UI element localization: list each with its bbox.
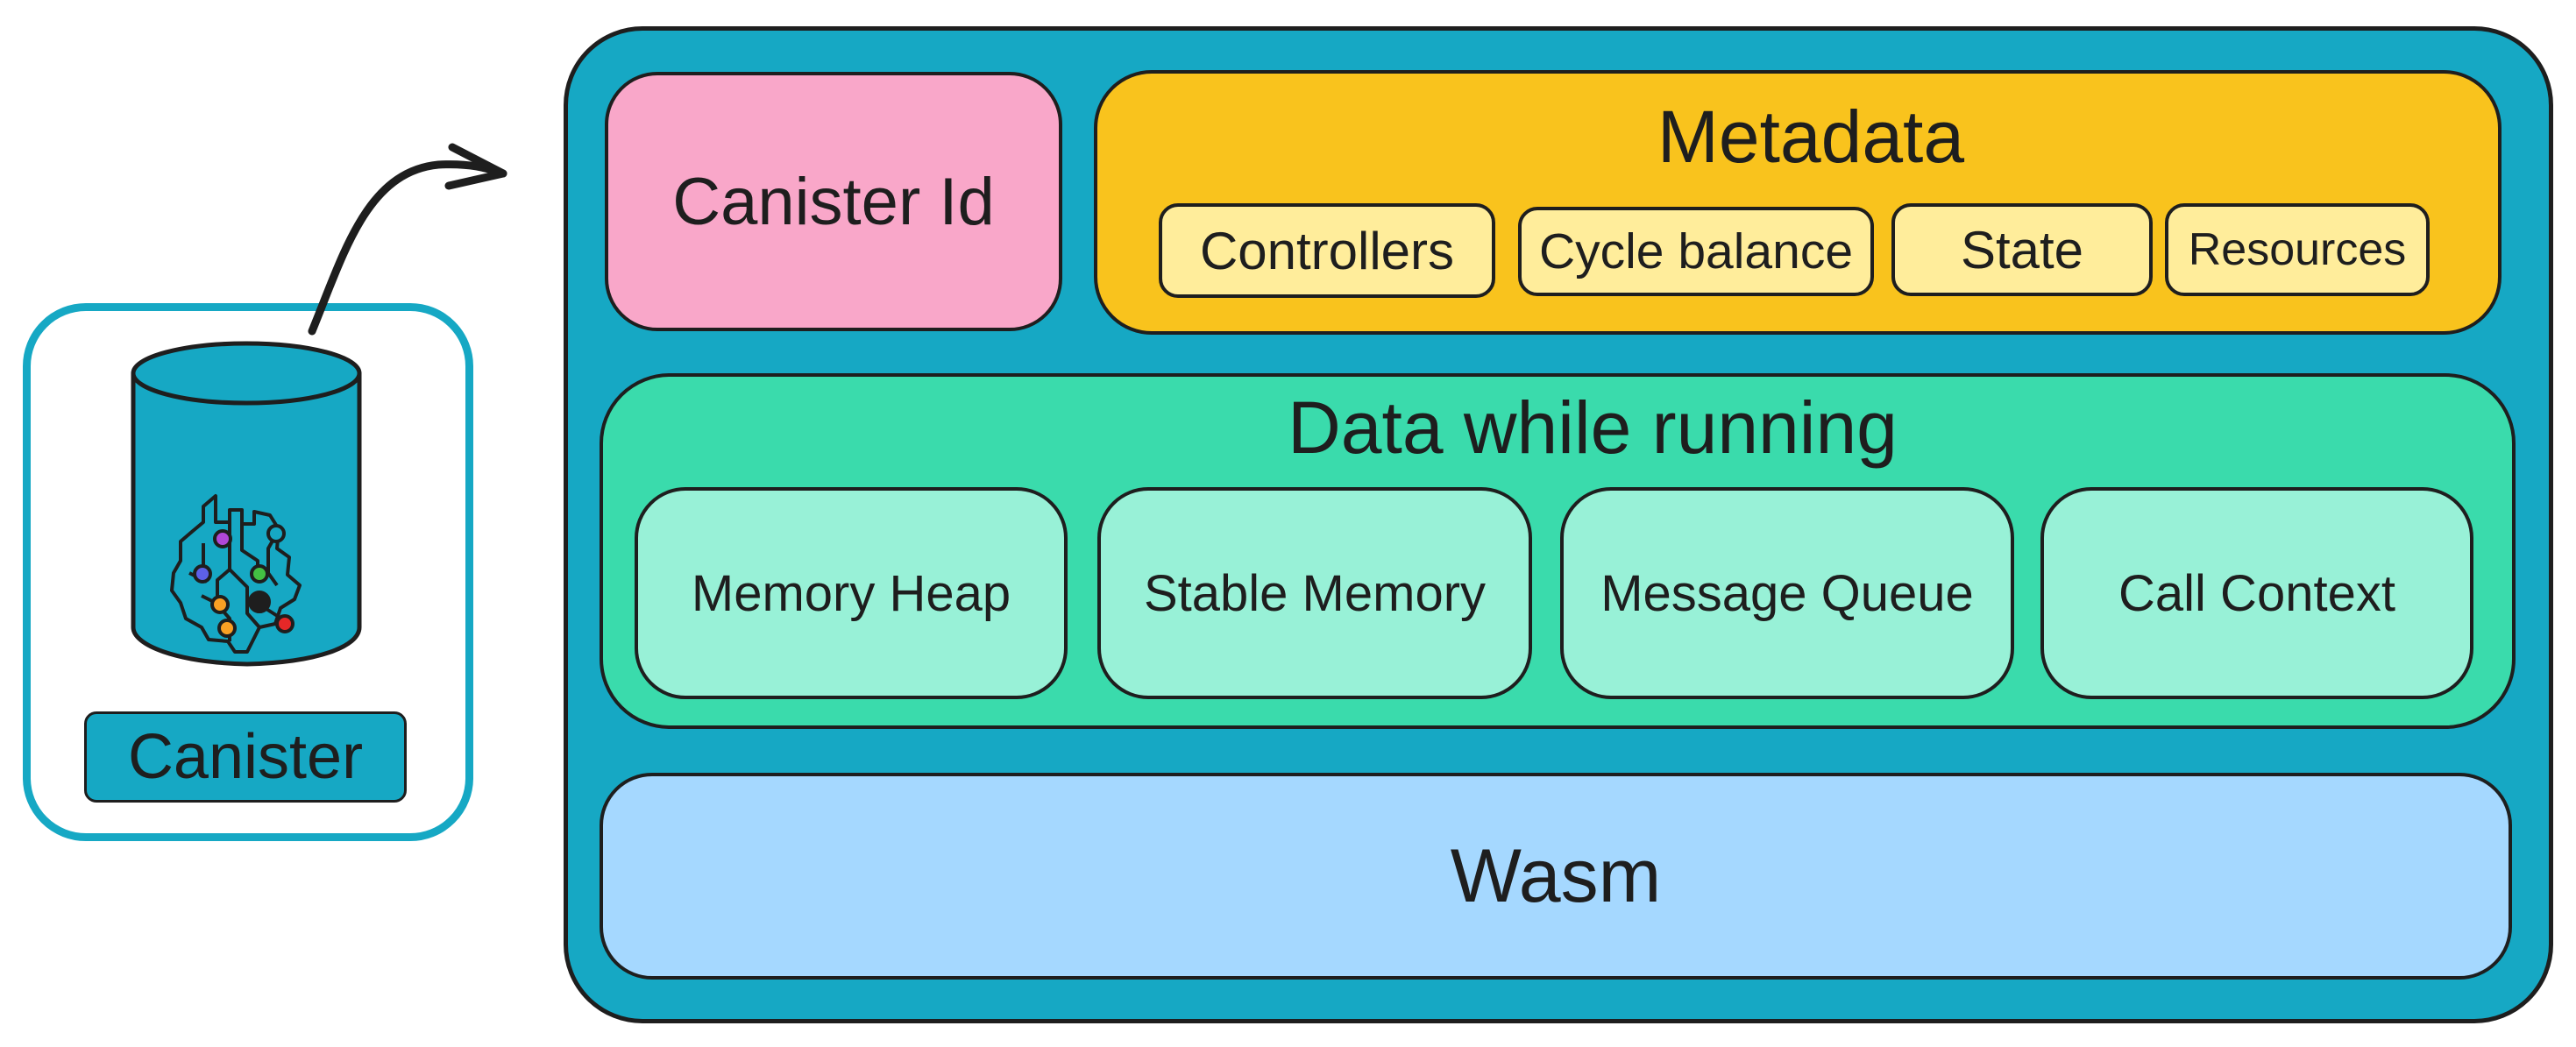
metadata-item-cycle-balance: Cycle balance bbox=[1518, 207, 1874, 296]
data-item-call-context: Call Context bbox=[2040, 487, 2473, 699]
data-while-running-title: Data while running bbox=[1288, 386, 1898, 469]
canister-label: Canister bbox=[84, 711, 407, 803]
metadata-item-controllers: Controllers bbox=[1159, 203, 1495, 298]
metadata-title: Metadata bbox=[1657, 96, 1965, 178]
metadata-item-state: State bbox=[1891, 203, 2153, 296]
metadata-item-resources: Resources bbox=[2165, 203, 2430, 296]
circuit-brain-icon bbox=[170, 494, 302, 654]
data-item-memory-heap: Memory Heap bbox=[635, 487, 1068, 699]
curved-arrow-icon bbox=[308, 143, 507, 336]
wasm-block: Wasm bbox=[600, 773, 2512, 980]
canister-id-block: Canister Id bbox=[605, 72, 1062, 331]
data-item-message-queue: Message Queue bbox=[1560, 487, 2014, 699]
data-item-stable-memory: Stable Memory bbox=[1097, 487, 1532, 699]
